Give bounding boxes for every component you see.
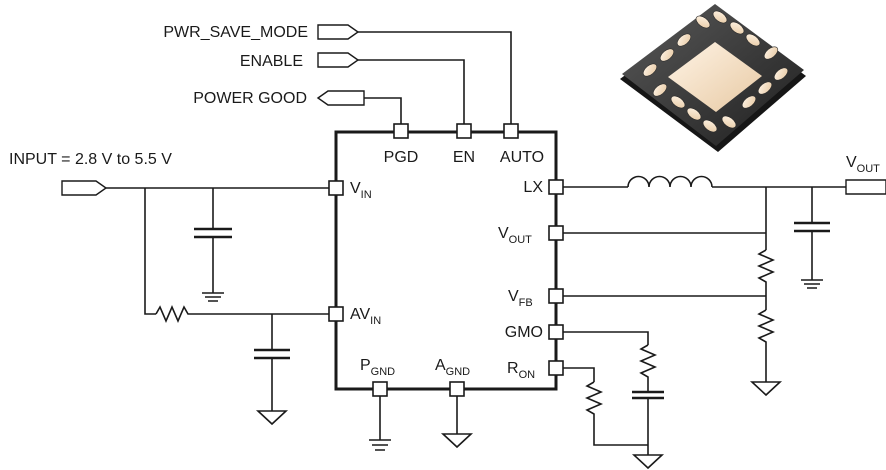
pin-auto-label: AUTO <box>500 149 544 166</box>
pgnd-ground-symbol <box>369 396 391 451</box>
inductor <box>627 175 713 188</box>
ic-body <box>334 130 558 391</box>
output-network: VOUT <box>563 154 886 397</box>
svg-text:PGND: PGND <box>360 357 395 378</box>
pin-vfb-sub: FB <box>519 297 533 309</box>
pin-en: EN <box>453 123 475 166</box>
pin-vin-sub: IN <box>361 189 372 201</box>
pin-vfb: VFB <box>508 288 564 309</box>
pin-pgd-label: PGD <box>384 149 419 166</box>
svg-text:AVIN: AVIN <box>350 306 381 327</box>
pin-pgnd-label: P <box>360 357 371 374</box>
power-good-label: POWER GOOD <box>193 90 307 107</box>
pin-ron: RON <box>507 360 564 381</box>
svg-text:RON: RON <box>507 360 535 381</box>
svg-text:VOUT: VOUT <box>846 154 880 175</box>
enable-signal: ENABLE <box>240 52 465 124</box>
pin-ron-sub: ON <box>519 369 536 381</box>
input-label: INPUT = 2.8 V to 5.5 V <box>9 151 172 168</box>
pin-auto: AUTO <box>500 123 544 166</box>
agnd-ground-symbol <box>440 396 474 449</box>
pin-vout-sub: OUT <box>509 234 533 246</box>
pin-gmo: GMO <box>505 324 564 341</box>
pin-avin-sub: IN <box>370 315 381 327</box>
input-signal: INPUT = 2.8 V to 5.5 V <box>9 151 329 426</box>
pwr-save-mode-signal: PWR_SAVE_MODE <box>163 24 512 124</box>
svg-text:AGND: AGND <box>435 357 470 378</box>
enable-label: ENABLE <box>240 53 303 70</box>
pin-gmo-label: GMO <box>505 324 543 341</box>
pin-lx-label: LX <box>523 179 543 196</box>
pin-avin-label: AV <box>350 306 370 323</box>
qfn-package-illustration <box>620 4 806 152</box>
pin-ron-label: R <box>507 360 519 377</box>
pin-agnd-sub: GND <box>446 366 471 378</box>
pin-agnd-label: A <box>435 357 446 374</box>
compensation-network <box>563 331 665 470</box>
svg-text:VFB: VFB <box>508 288 533 309</box>
pin-vout-label: V <box>498 225 509 242</box>
svg-text:VOUT: VOUT <box>498 225 532 246</box>
pin-lx: LX <box>523 179 564 196</box>
pin-vfb-label: V <box>508 288 519 305</box>
pin-vin-label: V <box>350 180 361 197</box>
svg-text:VIN: VIN <box>350 180 372 201</box>
pwr-save-mode-label: PWR_SAVE_MODE <box>163 24 308 41</box>
pin-agnd: AGND <box>435 357 470 397</box>
pin-en-label: EN <box>453 149 475 166</box>
vout-output-sub: OUT <box>857 163 881 175</box>
pin-pgnd-sub: GND <box>371 366 396 378</box>
power-good-signal: POWER GOOD <box>193 90 402 124</box>
pin-vin: VIN <box>328 180 372 201</box>
vout-output-label: V <box>846 154 857 171</box>
pin-vout: VOUT <box>498 225 564 246</box>
pin-pgd: PGD <box>384 123 419 166</box>
